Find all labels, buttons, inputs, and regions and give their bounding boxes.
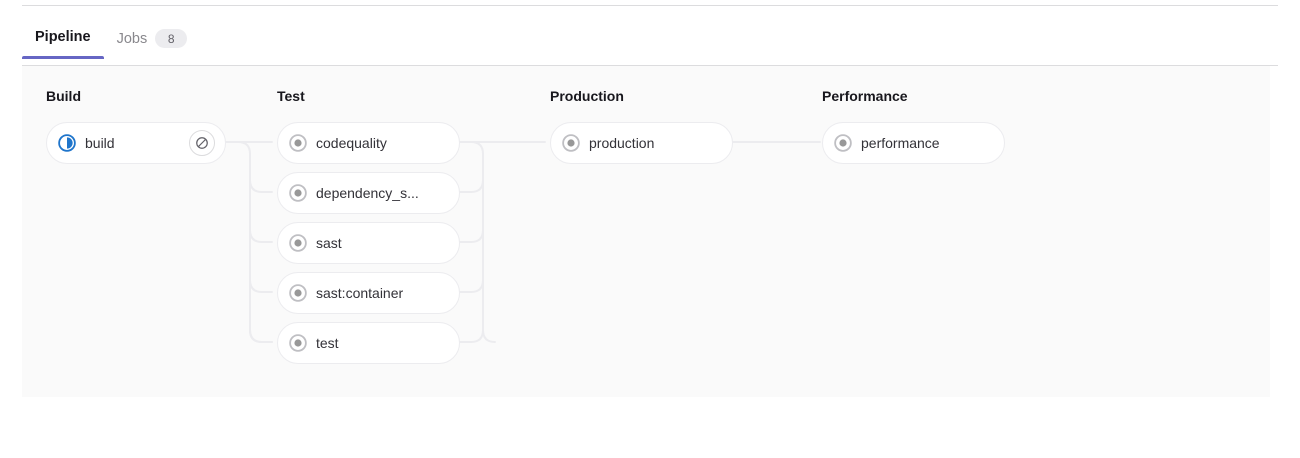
job-dependency-scanning-main: dependency_s...	[289, 184, 449, 202]
top-divider	[22, 5, 1278, 6]
stage-production-title: Production	[550, 88, 624, 104]
tab-pipeline[interactable]: Pipeline	[22, 24, 104, 59]
job-codequality-label: codequality	[316, 135, 387, 151]
status-created-icon	[289, 234, 307, 252]
stage-build-jobs: build	[46, 122, 226, 164]
tab-bar-divider	[22, 65, 1278, 66]
job-node-production[interactable]: production	[550, 122, 733, 164]
cancel-icon[interactable]	[189, 130, 215, 156]
job-sast-main: sast	[289, 234, 449, 252]
tab-jobs[interactable]: Jobs 8	[104, 24, 201, 62]
pipeline-graph: Build build	[22, 66, 1270, 397]
tab-list: Pipeline Jobs 8	[22, 24, 200, 62]
tab-pipeline-label: Pipeline	[35, 29, 91, 45]
job-sast-container-label: sast:container	[316, 285, 404, 301]
job-performance-main: performance	[834, 134, 994, 152]
stage-test-jobs: codequality dependency_s...	[277, 122, 460, 364]
job-node-performance[interactable]: performance	[822, 122, 1005, 164]
job-node-dependency-scanning[interactable]: dependency_s...	[277, 172, 460, 214]
tab-jobs-count-badge: 8	[155, 29, 188, 48]
job-dependency-scanning-label: dependency_s...	[316, 185, 419, 201]
job-node-test[interactable]: test	[277, 322, 460, 364]
status-created-icon	[289, 134, 307, 152]
job-build-label: build	[85, 135, 115, 151]
stage-performance-title: Performance	[822, 88, 908, 104]
pipeline-connectors	[221, 141, 821, 343]
stage-production-jobs: production	[550, 122, 733, 164]
status-created-icon	[289, 184, 307, 202]
tab-jobs-label: Jobs	[116, 30, 148, 47]
job-node-sast[interactable]: sast	[277, 222, 460, 264]
status-created-icon	[562, 134, 580, 152]
stage-build-title: Build	[46, 88, 81, 104]
status-created-icon	[834, 134, 852, 152]
tab-active-indicator	[22, 56, 104, 59]
job-production-label: production	[589, 135, 655, 151]
job-node-codequality[interactable]: codequality	[277, 122, 460, 164]
job-production-main: production	[562, 134, 722, 152]
job-build-main: build	[58, 134, 189, 152]
job-sast-label: sast	[316, 235, 342, 251]
status-created-icon	[289, 284, 307, 302]
job-test-main: test	[289, 334, 449, 352]
job-sast-container-main: sast:container	[289, 284, 449, 302]
job-test-label: test	[316, 335, 339, 351]
status-created-icon	[289, 334, 307, 352]
stage-test-title: Test	[277, 88, 305, 104]
tab-bar: Pipeline Jobs 8	[0, 24, 1300, 66]
job-performance-label: performance	[861, 135, 940, 151]
status-running-icon	[58, 134, 76, 152]
job-node-build[interactable]: build	[46, 122, 226, 164]
pipeline-graph-panel: Build build	[22, 66, 1270, 397]
stage-performance-jobs: performance	[822, 122, 1005, 164]
job-codequality-main: codequality	[289, 134, 449, 152]
job-node-sast-container[interactable]: sast:container	[277, 272, 460, 314]
